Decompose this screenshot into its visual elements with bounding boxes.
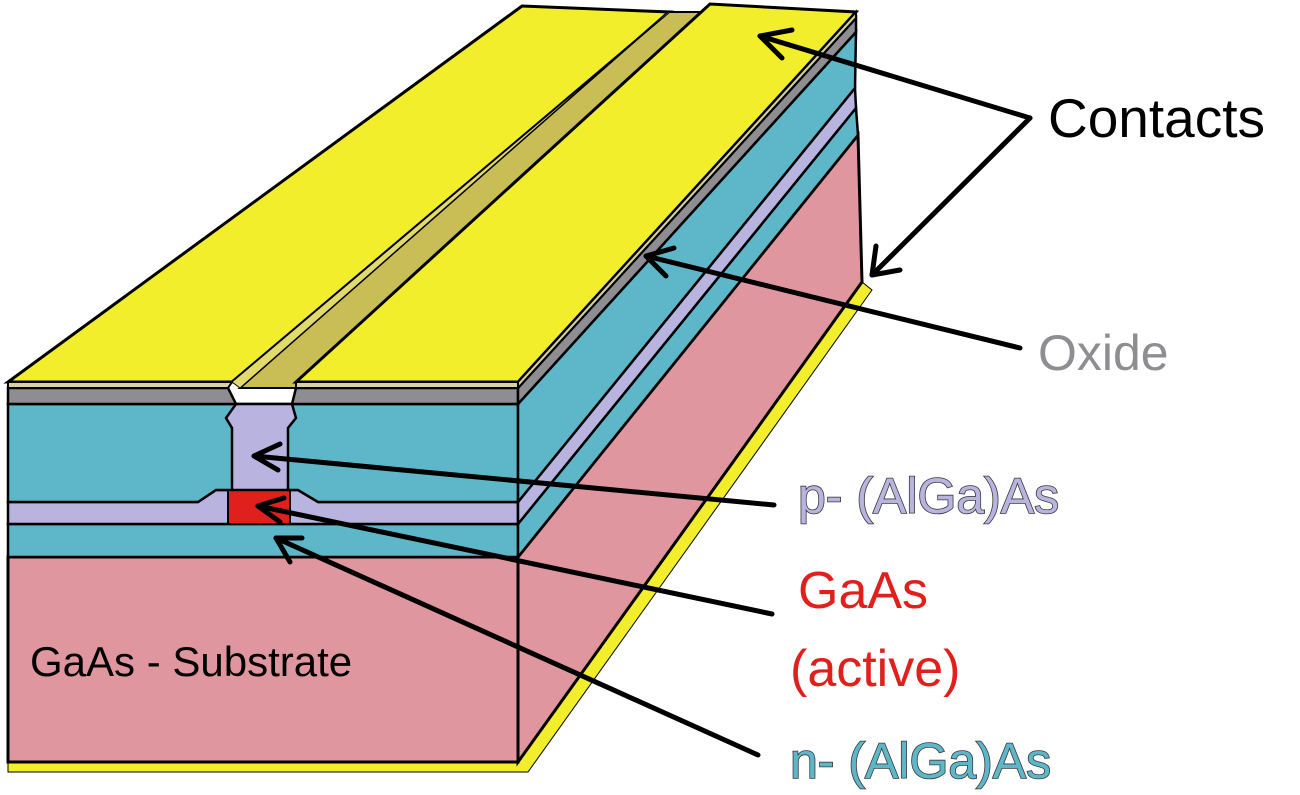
label-gaas-active-line2: (active) <box>790 640 960 698</box>
p-layer-arrow <box>251 453 777 508</box>
top-contact-right-side <box>517 9 857 391</box>
active-arrow <box>255 503 775 617</box>
label-oxide: Oxide <box>1038 325 1169 381</box>
n-layer-arrow <box>273 535 761 758</box>
oxide-front-right <box>290 386 520 406</box>
label-contacts: Contacts <box>1048 87 1265 149</box>
contact-middle-stripe-edge <box>231 11 672 389</box>
contacts-arrow-upper <box>757 33 1033 121</box>
label-p-algaas: p- (AlGa)As <box>798 468 1059 524</box>
n-cladding-front <box>6 522 520 559</box>
p-ridge <box>224 402 298 492</box>
label-n-algaas: n- (AlGa)As <box>790 733 1051 789</box>
label-gaas-active-line1: GaAs <box>798 562 928 620</box>
top-contact-left-front <box>7 381 234 389</box>
label-substrate: GaAs - Substrate <box>30 638 352 685</box>
contacts-arrow-lower <box>869 115 1033 278</box>
top-contact-right-front <box>295 381 519 389</box>
oxide-front-left <box>6 386 239 406</box>
annotation-arrows <box>251 27 1033 758</box>
oxide-arrow <box>643 253 1023 351</box>
